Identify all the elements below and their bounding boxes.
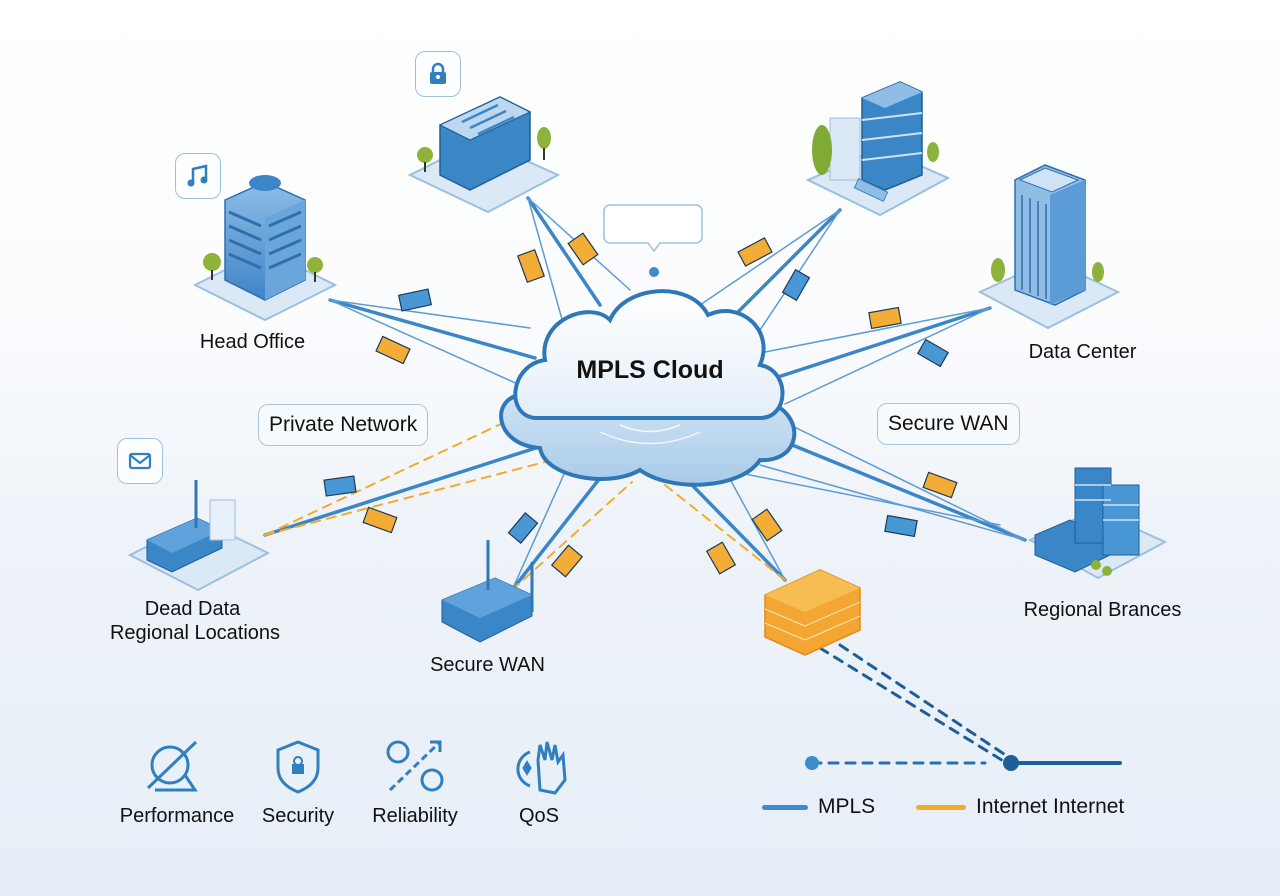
mpls-link-data-center-thin2 [784,307,991,405]
legend-mpls: MPLS [762,795,875,819]
feature-qos: QoS [474,797,604,828]
cloud-title: MPLS Cloud [576,356,724,384]
dashed-link-firewall-1 [818,646,1007,764]
speech-bubble [603,204,703,253]
internet-link-dead-data-2 [264,457,561,536]
dead-data-label-line2: Regional Locations [109,622,281,644]
packet-blue [323,475,357,497]
mpls-link-dead-data [263,443,547,537]
mpls-link-secure-wan-thin [511,471,566,591]
legend-mpls-label: MPLS [818,795,876,818]
internet-link-firewall [664,484,786,581]
packet-orange [362,506,398,534]
private-network-pill: Private Network [258,404,429,446]
feature-performance: Performance [112,797,242,828]
lock-badge [415,51,461,97]
endpoint-dot-left [805,756,819,770]
secure-wan-router-label: Secure WAN [430,654,545,676]
secure-wan-router [441,540,534,643]
internet-link-secure-wan [511,481,633,591]
dashed-link-firewall-2 [838,643,1012,760]
packet-orange [737,237,773,267]
mpls-link-top-office-thin [527,197,566,331]
shield-lock-icon [276,740,320,794]
legend-internet-label: Internet Internet [976,795,1125,818]
legend-internet: Internet Internet [916,795,1124,819]
mpls-link-top-server [726,208,842,324]
mpls-link-firewall-thin [724,469,786,581]
legend-internet-swatch [916,804,966,810]
secure-wan-pill: Secure WAN [877,403,1020,445]
top-server-building [805,81,951,217]
mpls-link-head-office [328,298,537,360]
packet-blue [397,288,433,312]
mpls-link-regional-thin [779,419,1026,541]
performance-gauge-icon [146,740,198,792]
legend-mpls-swatch [762,804,808,810]
regional-branches-label: Regional Brances [1023,599,1182,621]
hand-qos-icon [516,741,567,795]
mpls-link-data-center [773,306,992,380]
packet-blue [916,338,950,368]
cloud-top [513,289,785,420]
packet-orange [705,541,737,575]
dead-data-router [127,480,271,592]
data-center-building [977,164,1121,330]
packet-orange [550,544,584,578]
mpls-link-head-office-thin [329,299,531,329]
music-note-icon [187,164,208,187]
mpls-link-secure-wan [510,476,602,592]
packets [323,232,958,578]
feature-performance-label: Performance [119,805,235,827]
connections [263,196,1122,771]
feature-qos-label: QoS [518,805,560,827]
dead-data-label-line1: Dead Data [144,598,241,620]
feature-reliability-label: Reliability [372,805,458,827]
head-office-building [192,175,338,322]
regional-branches-building [1027,467,1168,580]
feature-security: Security [233,797,363,828]
cloud-indicator-dot [649,267,659,277]
packet-orange [751,508,783,542]
packet-blue [884,514,918,538]
packet-orange [567,232,599,266]
mpls-link-firewall-to-regional [724,469,1001,526]
head-office-label: Head Office [199,331,306,353]
mpls-link-top-office [526,196,602,307]
top-office-building [407,96,561,214]
packet-orange [868,306,902,330]
lock-icon [430,62,446,84]
packet-orange [922,471,958,499]
mail-badge [117,438,163,484]
feature-security-label: Security [261,805,335,827]
packet-orange [375,335,411,365]
percent-arrow-icon [386,740,444,792]
firewall [764,569,861,656]
mail-icon [128,452,152,470]
mpls-link-regional-thin2 [759,464,1026,541]
feature-reliability: Reliability [350,797,480,828]
mpls-link-regional [778,438,1027,542]
packet-blue [781,268,811,302]
packet-orange [516,248,546,284]
mpls-link-firewall [688,481,787,582]
mpls-link-top-server-thin [699,209,841,306]
mpls-link-data-center-thin [764,307,991,353]
mpls-link-head-office-thin2 [329,299,521,386]
mpls-cloud [499,289,797,487]
data-center-label: Data Center [1028,341,1137,363]
music-badge [175,153,221,199]
packet-blue [507,512,539,544]
